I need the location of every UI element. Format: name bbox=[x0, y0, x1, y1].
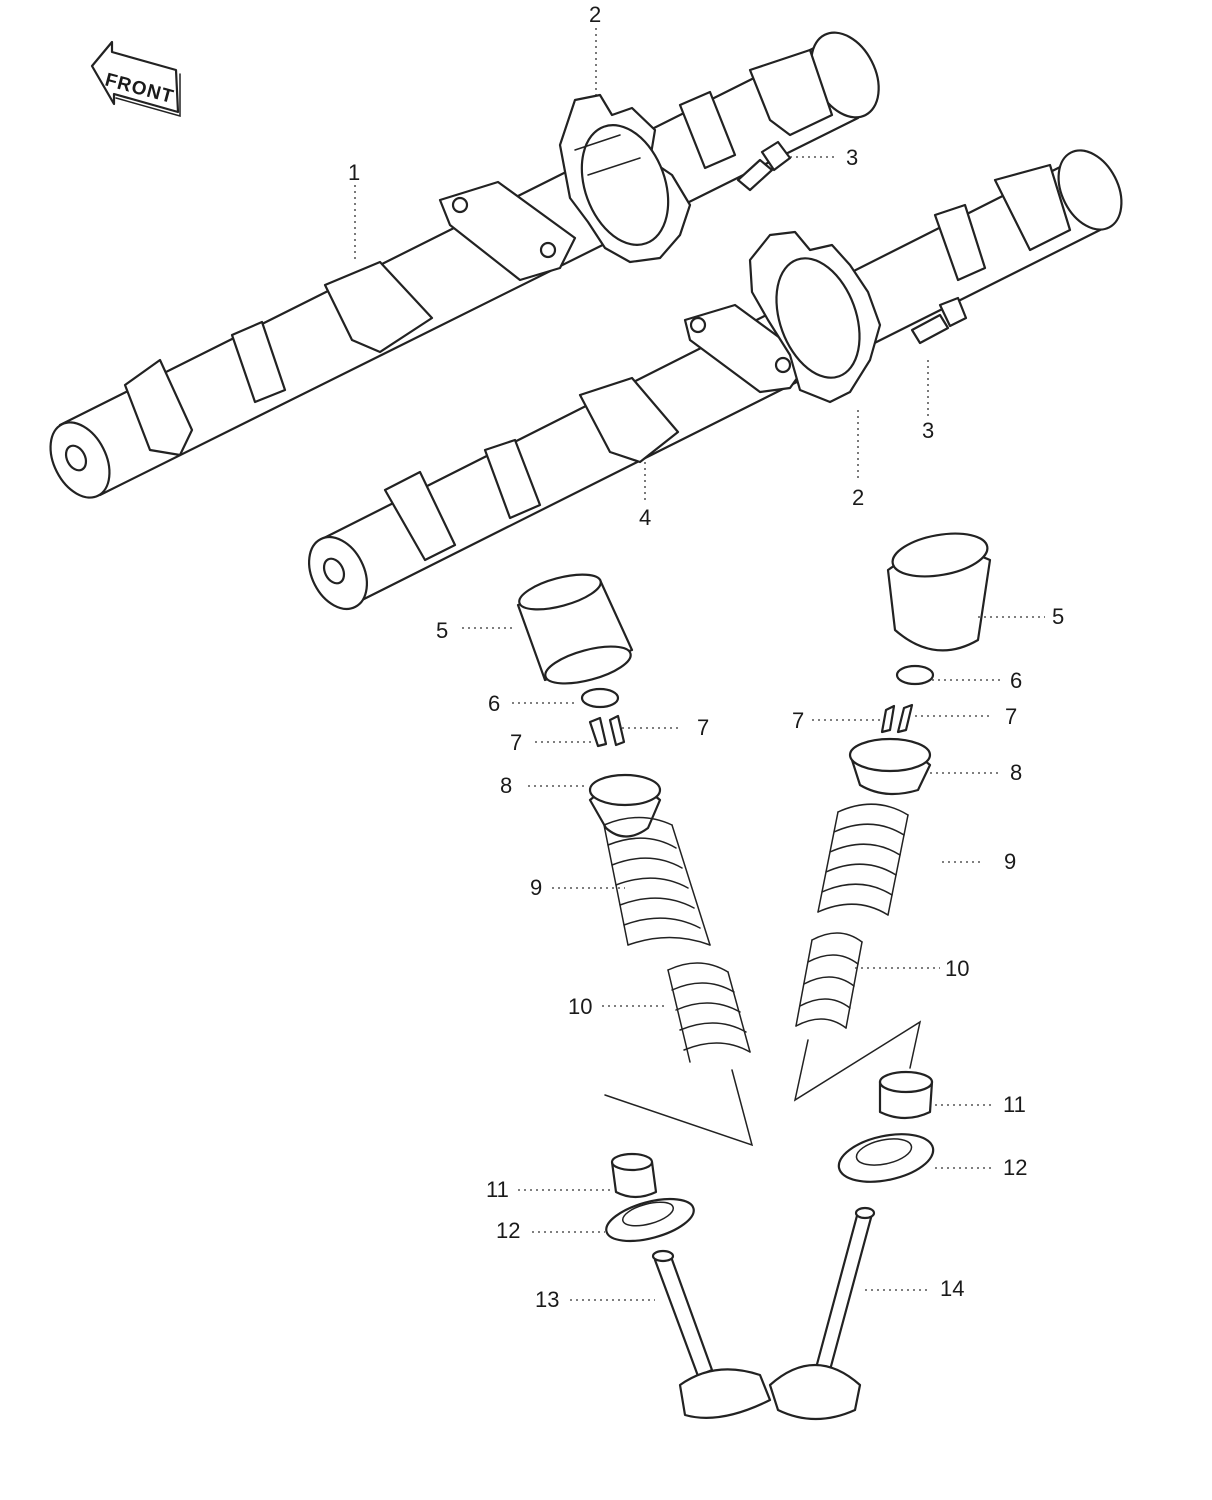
callout-8-right: 8 bbox=[1010, 760, 1022, 785]
callout-8-left: 8 bbox=[500, 773, 512, 798]
bolt-lower bbox=[910, 296, 968, 345]
front-arrow-icon: FRONT bbox=[90, 40, 181, 117]
callout-2-upper: 2 bbox=[589, 2, 601, 27]
callout-7-right-a: 7 bbox=[792, 708, 804, 733]
callout-10-left: 10 bbox=[568, 994, 592, 1019]
callout-2-lower: 2 bbox=[852, 485, 864, 510]
callout-7-left-b: 7 bbox=[697, 715, 709, 740]
callout-5-left: 5 bbox=[436, 618, 448, 643]
callout-12-left: 12 bbox=[496, 1218, 520, 1243]
callout-3-lower: 3 bbox=[922, 418, 934, 443]
callout-11-right: 11 bbox=[1003, 1092, 1026, 1117]
callout-6-right: 6 bbox=[1010, 668, 1022, 693]
callout-9-left: 9 bbox=[530, 875, 542, 900]
callout-7-right-b: 7 bbox=[1005, 704, 1017, 729]
callout-labels: 1 2 2 3 3 4 5 5 6 6 7 7 7 7 8 8 9 9 10 1… bbox=[348, 2, 1064, 1312]
camshaft-upper bbox=[49, 31, 880, 499]
callout-10-right: 10 bbox=[945, 956, 969, 981]
sprocket-upper bbox=[558, 93, 692, 264]
callout-5-right: 5 bbox=[1052, 604, 1064, 629]
callout-3-upper: 3 bbox=[846, 145, 858, 170]
callout-6-left: 6 bbox=[488, 691, 500, 716]
callout-13: 13 bbox=[535, 1287, 559, 1312]
callout-11-left: 11 bbox=[486, 1177, 509, 1202]
callout-4: 4 bbox=[639, 505, 651, 530]
bolt-upper bbox=[736, 140, 792, 192]
right-valve-assembly bbox=[768, 532, 992, 1421]
callout-14: 14 bbox=[940, 1276, 964, 1301]
sprocket-lower bbox=[748, 230, 882, 404]
callout-1: 1 bbox=[348, 160, 360, 185]
left-valve-assembly bbox=[516, 573, 772, 1419]
callout-12-right: 12 bbox=[1003, 1155, 1027, 1180]
callout-7-left-a: 7 bbox=[510, 730, 522, 755]
callout-9-right: 9 bbox=[1004, 849, 1016, 874]
camshaft-lower bbox=[308, 149, 1123, 610]
leader-lines bbox=[354, 28, 1045, 1301]
